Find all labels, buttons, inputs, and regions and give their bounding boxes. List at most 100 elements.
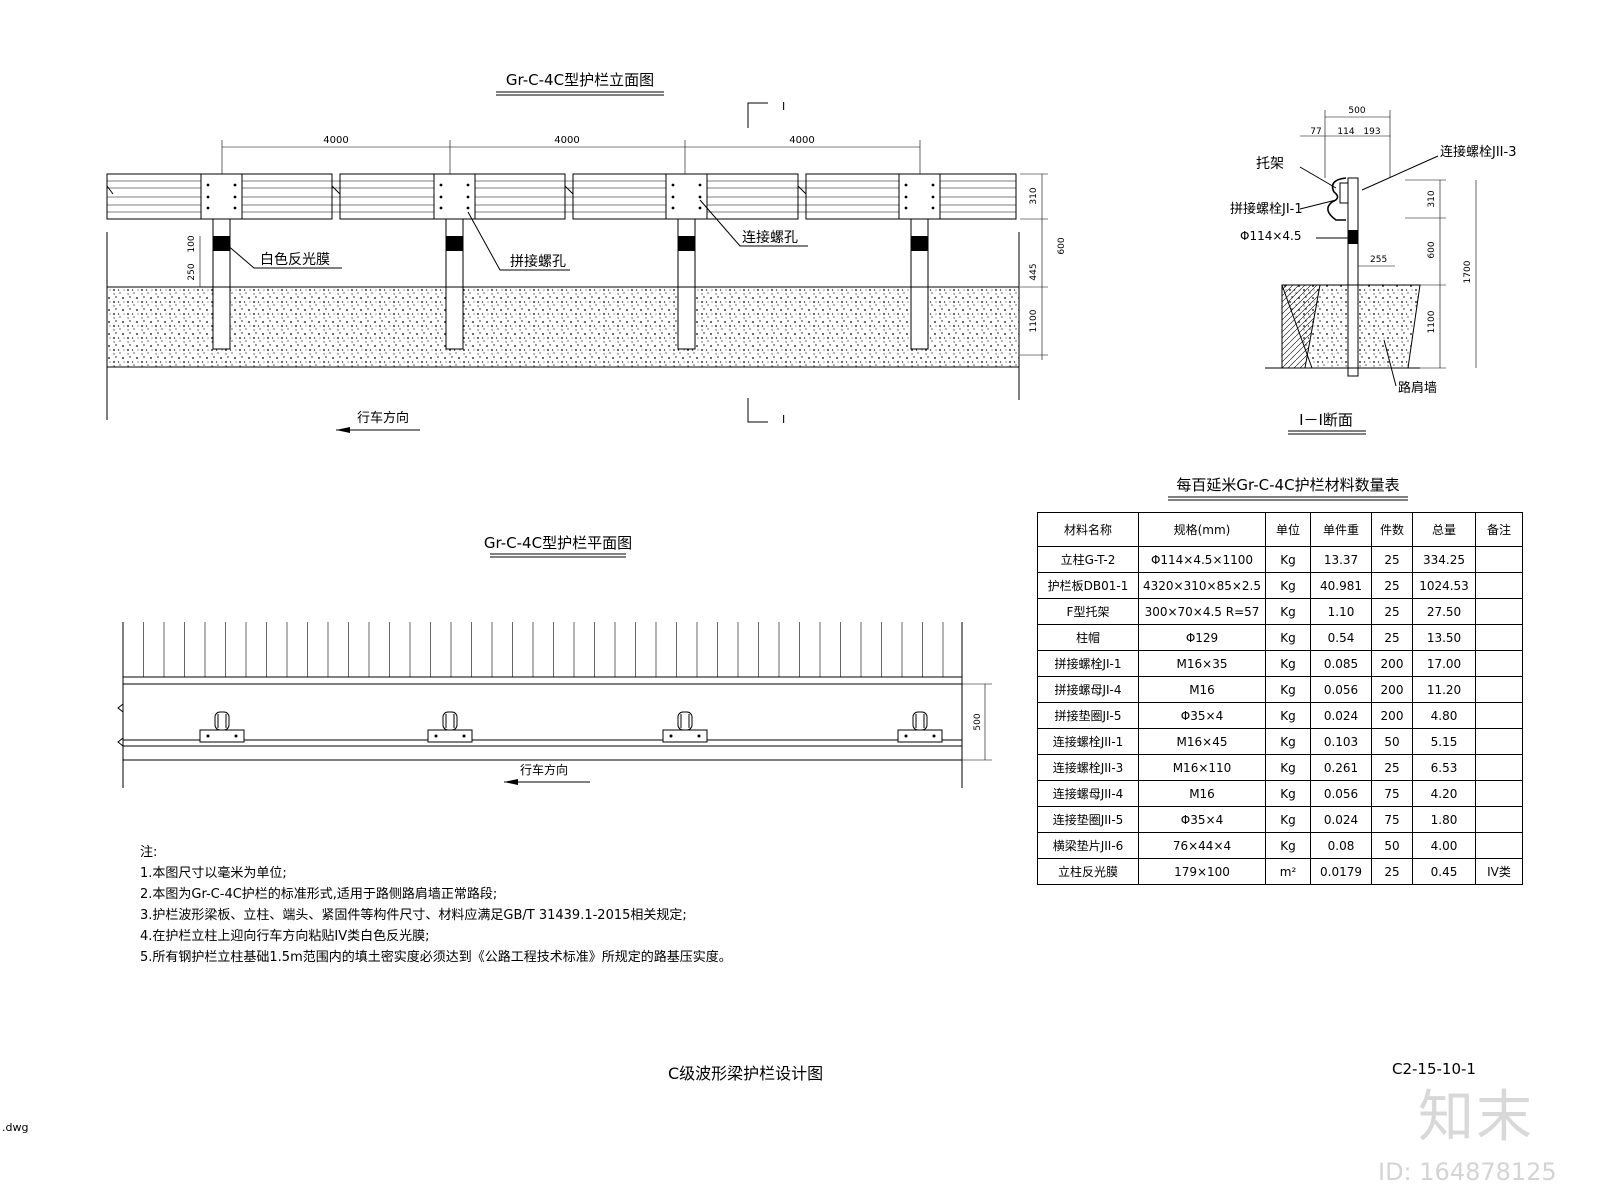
reflector-3 xyxy=(678,236,695,251)
w-beam-rail xyxy=(106,173,1017,220)
table-cell xyxy=(1475,702,1523,729)
note-line: 1.本图尺寸以毫米为单位; xyxy=(140,866,287,881)
table-cell: 连接螺栓JII-3 xyxy=(1037,754,1139,781)
reflector-1 xyxy=(213,236,230,251)
note-line: 2.本图为Gr-C-4C护栏的标准形式,适用于路侧路肩墙正常路段; xyxy=(140,887,498,902)
table-cell: 连接螺母JII-4 xyxy=(1037,780,1139,807)
col-header: 件数 xyxy=(1371,512,1413,547)
table-cell: 75 xyxy=(1371,780,1413,807)
watermark-logo: 知末 xyxy=(1418,1085,1534,1150)
section-post xyxy=(1347,177,1359,377)
table-cell: 50 xyxy=(1371,832,1413,859)
svg-text:310: 310 xyxy=(1427,190,1437,207)
section-mark-top xyxy=(747,102,768,128)
table-cell: 200 xyxy=(1371,676,1413,703)
note-line: 4.在护栏立柱上迎向行车方向粘贴IV类白色反光膜; xyxy=(140,929,430,944)
table-cell: Kg xyxy=(1265,572,1311,599)
table-cell: 25 xyxy=(1371,624,1413,651)
table-cell: 拼接垫圈JI-5 xyxy=(1037,702,1139,729)
table-cell xyxy=(1475,572,1523,599)
table-cell: 拼接螺母JI-4 xyxy=(1037,676,1139,703)
dim-193: 193 xyxy=(1363,127,1380,137)
section-mark-bottom xyxy=(747,398,768,423)
table-cell: M16×110 xyxy=(1138,754,1266,781)
dim-span-2: 4000 xyxy=(554,135,579,146)
label-connect-bolt: 连接螺栓JII-3 xyxy=(1440,144,1516,160)
plan-title: Gr-C-4C型护栏平面图 xyxy=(484,534,632,552)
drawing-title: C级波形梁护栏设计图 xyxy=(668,1064,824,1083)
table-cell: m² xyxy=(1265,858,1311,885)
table-cell: 0.056 xyxy=(1310,676,1372,703)
table-cell: 200 xyxy=(1371,702,1413,729)
dim-span-1: 4000 xyxy=(323,135,348,146)
note-line: 3.护栏波形梁板、立柱、端头、紧固件等构件尺寸、材料应满足GB/T 31439.… xyxy=(140,908,687,923)
table-cell: 4.20 xyxy=(1412,780,1476,807)
table-cell: Kg xyxy=(1265,780,1311,807)
table-cell xyxy=(1475,650,1523,677)
table-cell: 4.00 xyxy=(1412,832,1476,859)
table-cell: 0.45 xyxy=(1412,858,1476,885)
table-cell: 0.024 xyxy=(1310,806,1372,833)
plan-post-4 xyxy=(897,711,943,743)
table-cell: 1024.53 xyxy=(1412,572,1476,599)
plan-posts xyxy=(199,711,943,743)
w-beam-profile xyxy=(1327,177,1347,221)
table-cell: 0.103 xyxy=(1310,728,1372,755)
plan-direction-label: 行车方向 xyxy=(520,762,568,777)
table-cell: Kg xyxy=(1265,806,1311,833)
table-cell: Kg xyxy=(1265,754,1311,781)
dim-445: 445 xyxy=(1029,263,1039,280)
plan-post-2 xyxy=(427,711,473,743)
table-cell: Kg xyxy=(1265,702,1311,729)
table-cell: 334.25 xyxy=(1412,546,1476,573)
table-cell: 5.15 xyxy=(1412,728,1476,755)
table-cell: 50 xyxy=(1371,728,1413,755)
dim-rail-height: 310 xyxy=(1029,187,1039,204)
table-cell: 0.085 xyxy=(1310,650,1372,677)
table-cell: 0.08 xyxy=(1310,832,1372,859)
svg-text:I: I xyxy=(782,100,785,113)
dim-500: 500 xyxy=(1348,106,1365,116)
table-cell: 25 xyxy=(1371,754,1413,781)
svg-text:1700: 1700 xyxy=(1463,260,1473,283)
table-cell xyxy=(1475,780,1523,807)
table-cell: M16×35 xyxy=(1138,650,1266,677)
table-cell: Kg xyxy=(1265,598,1311,625)
plan-ticks xyxy=(122,622,944,677)
table-cell: IV类 xyxy=(1475,858,1523,885)
table-cell: 1.80 xyxy=(1412,806,1476,833)
table-header-row: 材料名称 规格(mm) 单位 单件重 件数 总量 备注 xyxy=(1037,512,1523,547)
section-view: 500 77 114 193 310 600 1100 1700 255 托架 … xyxy=(1230,106,1516,435)
table-cell: 1.10 xyxy=(1310,598,1372,625)
elevation-title: Gr-C-4C型护栏立面图 xyxy=(506,71,654,89)
table-cell: 17.00 xyxy=(1412,650,1476,677)
table-cell xyxy=(1475,754,1523,781)
table-cell: Φ35×4 xyxy=(1138,806,1266,833)
plan-post-1 xyxy=(199,711,245,743)
table-cell xyxy=(1475,832,1523,859)
note-line: 5.所有钢护栏立柱基础1.5m范围内的填土密实度必须达到《公路工程技术标准》所规… xyxy=(140,950,732,965)
col-header: 备注 xyxy=(1475,512,1523,547)
table-cell: Kg xyxy=(1265,832,1311,859)
dim-100: 100 xyxy=(187,235,197,252)
label-connect-hole: 连接螺孔 xyxy=(742,229,798,246)
note-line: 注: xyxy=(140,845,158,860)
table-title: 每百延米Gr-C-4C护栏材料数量表 xyxy=(1176,476,1399,494)
watermark-id: ID: 164878125 xyxy=(1378,1158,1557,1186)
table-cell: 柱帽 xyxy=(1037,624,1139,651)
table-cell: Kg xyxy=(1265,546,1311,573)
table-cell: 11.20 xyxy=(1412,676,1476,703)
table-cell: Kg xyxy=(1265,728,1311,755)
table-cell: Φ129 xyxy=(1138,624,1266,651)
table-cell: 179×100 xyxy=(1138,858,1266,885)
table-cell: 横梁垫片JII-6 xyxy=(1037,832,1139,859)
table-cell: 立柱G-T-2 xyxy=(1037,546,1139,573)
table-cell: Kg xyxy=(1265,650,1311,677)
